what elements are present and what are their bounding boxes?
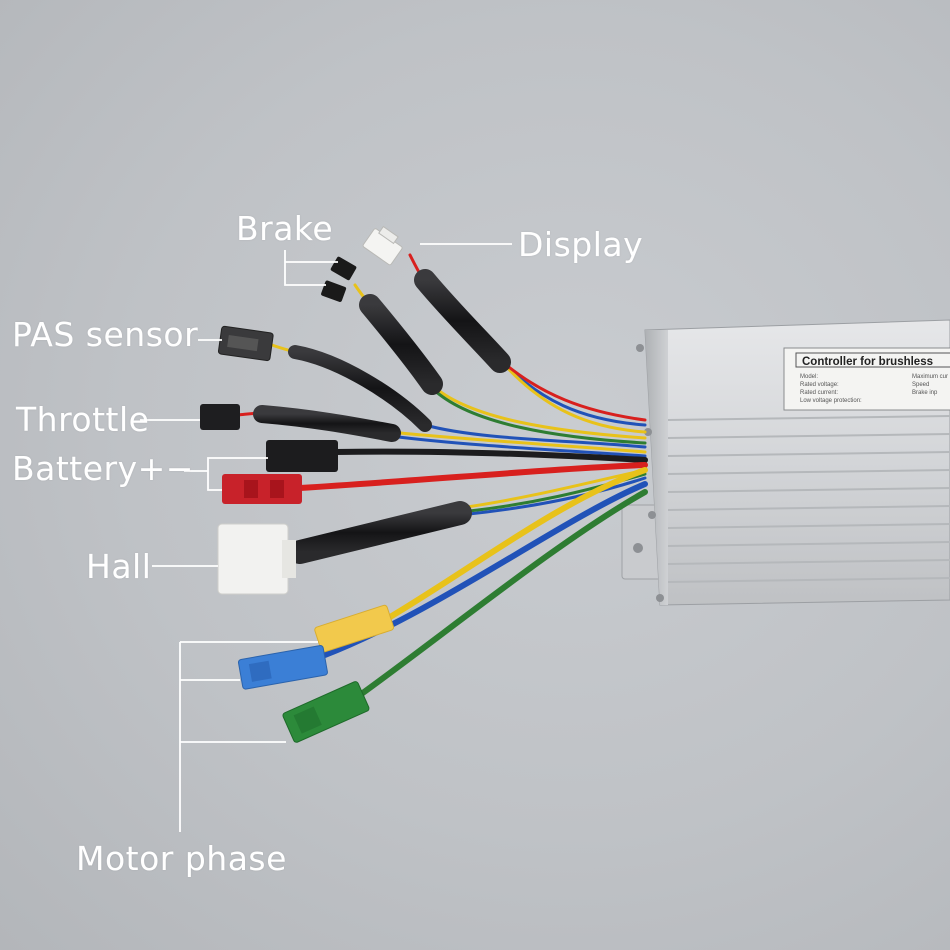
- phase-connector-blue: [237, 645, 328, 690]
- throttle-wire-blue: [388, 434, 647, 458]
- brake-wire-green: [430, 386, 647, 445]
- battery-leader: [207, 457, 268, 491]
- display-wire-red: [496, 356, 647, 422]
- callout-lines: [140, 243, 512, 832]
- brake-label: Brake: [236, 209, 334, 248]
- controller-end-cap: [645, 330, 668, 605]
- battery-connector-red: [222, 474, 302, 504]
- pas-connector: [217, 325, 274, 362]
- hall-sleeve: [288, 501, 472, 564]
- phase-connector-green: [282, 681, 370, 743]
- brake-sleeve: [359, 294, 443, 395]
- spec-plate-title: Controller for brushless: [802, 356, 933, 368]
- hall-connector: [217, 523, 296, 595]
- brake-connector-top: [330, 256, 357, 281]
- brake-wire-yellow: [430, 383, 647, 440]
- pas-wire-blue: [423, 423, 647, 449]
- throttle-label: Throttle: [16, 400, 150, 439]
- hall-wire-yellow: [458, 468, 647, 510]
- screw: [648, 511, 656, 519]
- display-connector: [362, 225, 403, 266]
- throttle-sleeve: [253, 405, 401, 442]
- screw: [636, 344, 644, 352]
- spec-plate-row: Speed: [912, 382, 929, 388]
- display-wire-yellow: [500, 360, 647, 434]
- display-sleeve: [414, 269, 511, 373]
- heat-sink-fins: [667, 415, 950, 583]
- controller-box: Controller for brushless Model: Rated vo…: [621, 319, 950, 606]
- pas-sensor-label: PAS sensor: [12, 315, 199, 354]
- battery-connector-black: [266, 440, 338, 472]
- phase-wire-green: [357, 489, 648, 698]
- hall-label: Hall: [86, 547, 152, 586]
- battery-wire-black: [332, 448, 648, 463]
- flange-hole: [633, 543, 643, 553]
- sleeves: [253, 269, 511, 564]
- spec-plate-bg: [783, 347, 950, 411]
- spec-plate-row: Brake inp: [912, 390, 938, 396]
- phase-wire-yellow: [382, 467, 648, 623]
- connectors: [200, 225, 403, 743]
- spec-plate-row: Maximum cur: [912, 374, 948, 380]
- phase-connector-yellow: [314, 604, 395, 653]
- screw: [644, 428, 652, 436]
- throttle-connector: [200, 404, 240, 430]
- spec-plate: Controller for brushless Model: Rated vo…: [783, 347, 950, 411]
- pas-cable: [288, 345, 432, 432]
- spec-plate-row: Low voltage protection:: [800, 398, 862, 404]
- brake-leader: [284, 250, 326, 286]
- battery-label: Battery+−: [12, 449, 194, 488]
- spec-plate-row: Model:: [800, 374, 818, 380]
- hall-wire-blue: [458, 476, 647, 517]
- spec-plate-row: Rated voltage:: [800, 382, 839, 388]
- spec-plate-title-box: [795, 352, 950, 368]
- battery-wire-red: [297, 462, 648, 491]
- throttle-wire-yellow: [388, 430, 647, 454]
- screw: [656, 594, 664, 602]
- display-label: Display: [518, 225, 644, 264]
- motor-phase-label: Motor phase: [76, 839, 287, 878]
- brake-connector-bottom: [321, 280, 347, 302]
- spec-plate-row: Rated current:: [800, 390, 838, 396]
